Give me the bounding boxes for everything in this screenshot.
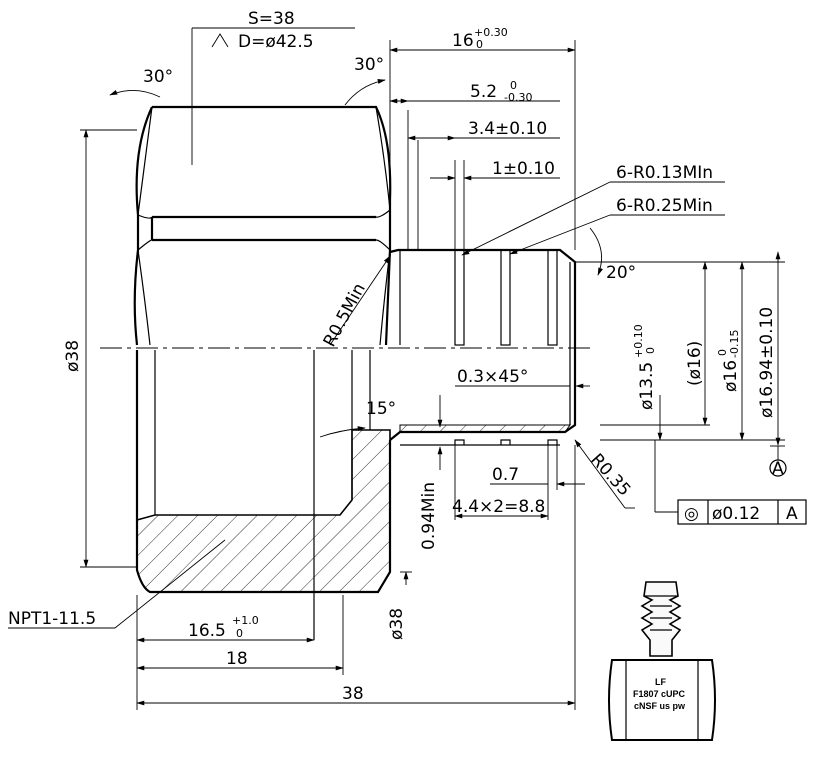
dim-16-5-label: 16.5 [188, 621, 226, 641]
hex-d-label: D=ø42.5 [238, 32, 314, 52]
chamfer-left-label: 30° [143, 67, 173, 87]
tolerance-datum: A [786, 504, 798, 524]
hex-s-label: S=38 [248, 9, 295, 29]
dim-0-7-label: 0.7 [492, 465, 519, 485]
radius-025-label: 6-R0.25Min [616, 196, 713, 216]
radius-035-label: R0.35 [586, 450, 634, 500]
radius-05-label: R0.5Min [320, 280, 370, 350]
dim-16-5-tol-up: +1.0 [232, 614, 259, 627]
dim-5-2-tol-up: 0 [510, 79, 517, 92]
dim-1-label: 1±0.10 [492, 159, 555, 179]
product-mark-line1: LF [655, 677, 666, 687]
dim-38-label: 38 [342, 684, 364, 704]
diameter-13-5-tol-low: 0 [644, 347, 657, 354]
total-length-top-label: 16 [452, 31, 474, 51]
dim-3-4-label: 3.4±0.10 [468, 119, 547, 139]
diameter-13-5-tol-up: +0.10 [632, 324, 645, 358]
dim-5-2-tol-low: -0.30 [504, 91, 532, 104]
dim-18-label: 18 [226, 649, 248, 669]
chamfer-03-label: 0.3×45° [457, 367, 528, 387]
total-length-top-tol-low: 0 [476, 38, 483, 51]
product-thumbnail: LF F1807 cUPC cNSF us pw [608, 581, 716, 741]
chamfer-right-label: 30° [354, 55, 384, 75]
radius-013-label: 6-R0.13MIn [616, 163, 713, 183]
diameter-16-94-label: ø16.94±0.10 [757, 307, 777, 418]
tolerance-value: ø0.12 [712, 504, 760, 524]
tolerance-symbol: ◎ [684, 504, 699, 524]
product-mark-line3: cNSF us pw [634, 701, 686, 711]
dimension-lines [8, 27, 807, 710]
dim-5-2-label: 5.2 [470, 82, 497, 102]
diameter-38-bottom-label: ø38 [387, 608, 407, 640]
dim-16-5-tol-low: 0 [236, 627, 243, 640]
datum-a-label: A [772, 459, 784, 479]
angle-15-label: 15° [366, 399, 396, 419]
total-length-top-tol-up: +0.30 [474, 26, 508, 39]
diameter-16-tol-up: 0 [716, 349, 729, 356]
diameter-13-5-label: ø13.5 [637, 362, 657, 410]
diameter-13-5-group: ø13.5 +0.10 0 [632, 324, 657, 410]
npt-thread-label: NPT1-11.5 [8, 609, 96, 629]
diameter-16-group: ø16 0 -0.15 [716, 330, 741, 392]
diameter-16-tol-low: -0.15 [728, 330, 741, 358]
diameter-16-ref-label: (ø16) [685, 341, 705, 386]
diameter-38-left-label: ø38 [63, 340, 83, 372]
diameter-16-label: ø16 [721, 360, 741, 392]
dim-4-4-label: 4.4×2=8.8 [452, 497, 545, 517]
product-mark-line2: F1807 cUPC [633, 689, 686, 699]
dim-0-94-label: 0.94Min [419, 482, 439, 550]
angle-20-label: 20° [606, 263, 636, 283]
dimension-labels: S=38 D=ø42.5 30° 30° 16 +0.30 0 5.2 0 -0… [8, 9, 798, 704]
